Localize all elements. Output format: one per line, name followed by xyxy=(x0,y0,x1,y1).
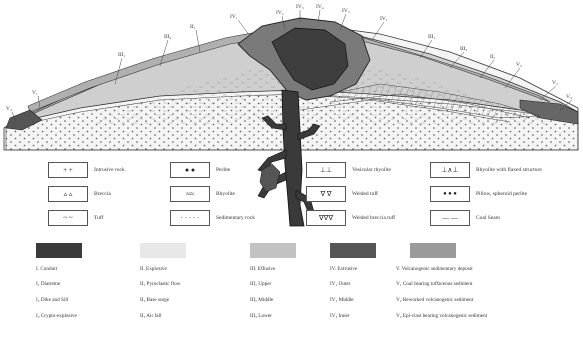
legend-label: Rhyolite xyxy=(216,191,235,198)
facies-label: IV₃ Inner xyxy=(330,313,350,320)
facies-label: I₂ Dike and Sill xyxy=(36,297,68,304)
facies-swatch-volcanogenic xyxy=(410,243,456,258)
section-label: III₂ xyxy=(460,46,467,52)
legend-label: Sedimentary rock xyxy=(216,215,255,222)
section-label: IV₁ xyxy=(230,14,238,20)
section-label: V₁ xyxy=(32,90,38,96)
section-label: II₁ xyxy=(190,24,196,30)
section-label: IV₃ xyxy=(296,4,304,10)
facies-label: I₁ Diatreme xyxy=(36,281,60,288)
legend-symbol-box: · · · · · xyxy=(170,210,210,226)
facies-label: II₃ Air fall xyxy=(140,313,161,320)
legend-symbol-box: ⊥⊥ xyxy=(306,162,346,178)
legend-symbol-box: ~ ~ xyxy=(48,210,88,226)
facies-label: III₃ Lower xyxy=(250,313,272,320)
legend-symbol-box: — — xyxy=(430,210,470,226)
section-label: V₂ xyxy=(516,62,522,68)
facies-label: V. Volcanogenic sedimentary deposit xyxy=(396,266,473,273)
facies-label: V₂ Reworked volcanogenic sediment xyxy=(396,297,473,304)
section-label: V₄ xyxy=(6,106,12,112)
legend-label: Perlite xyxy=(216,167,230,174)
facies-label: II₂ Base surge xyxy=(140,297,169,304)
section-label: V₃ xyxy=(552,80,558,86)
facies-label: III₂ Middle xyxy=(250,297,273,304)
section-label: IV₂ xyxy=(276,10,284,16)
legend-symbol-box: ∇ ∇ xyxy=(306,186,346,202)
facies-label: III. Effusive xyxy=(250,266,275,273)
facies-swatch-explosive xyxy=(140,243,186,258)
legend-symbol-box: ● ● xyxy=(170,162,210,178)
legend-symbol-box: + + xyxy=(48,162,88,178)
legend-symbol-box: ● ● ● xyxy=(430,186,470,202)
facies-label: II₁ Pyroclastic flow xyxy=(140,281,180,288)
facies-swatch-extrusive xyxy=(330,243,376,258)
facies-swatch-conduit xyxy=(36,243,82,258)
legend-label: Welded tuff xyxy=(352,191,378,198)
legend-symbol-box: ≈≈ xyxy=(170,186,210,202)
legend-symbol-box: ▵ ▵ xyxy=(48,186,88,202)
section-label: IV₄ xyxy=(316,4,324,10)
legend-label: Intrusive rock xyxy=(94,167,125,174)
section-label: IV₁ xyxy=(380,16,388,22)
facies-label: V₃ Epi-clast bearing volcanogenic sedime… xyxy=(396,313,487,320)
facies-swatch-effusive xyxy=(250,243,296,258)
legend-label: Vesicular rhyolite xyxy=(352,167,391,174)
section-label: III₁ xyxy=(428,34,435,40)
facies-label: I. Conduit xyxy=(36,266,57,273)
facies-label: IV. Extrusive xyxy=(330,266,357,273)
section-label: III₁ xyxy=(118,52,125,58)
facies-label: II. Explosive xyxy=(140,266,167,273)
facies-label: III₁ Upper xyxy=(250,281,271,288)
legend-label: Pillow, spheroid perlite xyxy=(476,191,527,198)
legend-label: Tuff xyxy=(94,215,103,222)
legend-symbol-box: ⊥∧⊥ xyxy=(430,162,470,178)
legend-label: Welded breccia tuff xyxy=(352,215,395,222)
facies-label: IV₂ Middle xyxy=(330,297,354,304)
section-label: III₂ xyxy=(164,34,171,40)
legend-label: Breccia xyxy=(94,191,111,198)
legend-label: Rhyolite with flaxed structure xyxy=(476,167,542,174)
legend-symbol-box: ∇∇∇ xyxy=(306,210,346,226)
legend-label: Coal Seam xyxy=(476,215,500,222)
section-label: II₁ xyxy=(490,54,496,60)
section-label: IV₃ xyxy=(342,8,350,14)
facies-label: I₃ Crypto-explosive xyxy=(36,313,77,320)
facies-label: IV₁ Outer xyxy=(330,281,350,288)
facies-label: V₁ Coal bearing tuffaceous sediment xyxy=(396,281,472,288)
section-label: V₄ xyxy=(566,94,572,100)
